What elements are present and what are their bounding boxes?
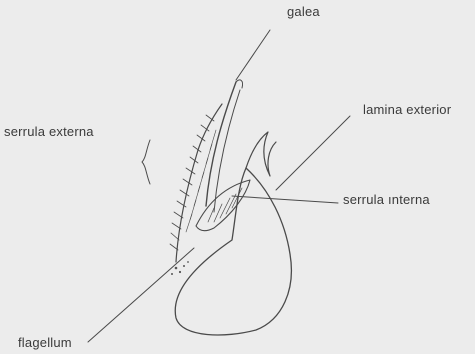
label-serrula-externa: serrula externa bbox=[4, 125, 94, 139]
leader-serrula-interna bbox=[232, 196, 338, 203]
label-lamina-exterior: lamina exterior bbox=[363, 103, 451, 117]
inner-serrula bbox=[196, 180, 250, 231]
lamina-exterior-flap bbox=[246, 132, 276, 176]
leader-galea bbox=[236, 30, 270, 80]
body-outline bbox=[175, 168, 291, 335]
serrula-externa-edge bbox=[176, 104, 222, 262]
base-stipple bbox=[171, 261, 189, 275]
leader-serrula-externa-brace bbox=[142, 140, 150, 184]
label-galea: galea bbox=[287, 5, 320, 19]
serrula-externa-teeth bbox=[170, 115, 214, 250]
label-flagellum: flagellum bbox=[18, 336, 72, 350]
label-serrula-interna: serrula ınterna bbox=[343, 193, 430, 207]
leader-lamina-exterior bbox=[276, 116, 350, 190]
galea-tip bbox=[236, 80, 243, 88]
